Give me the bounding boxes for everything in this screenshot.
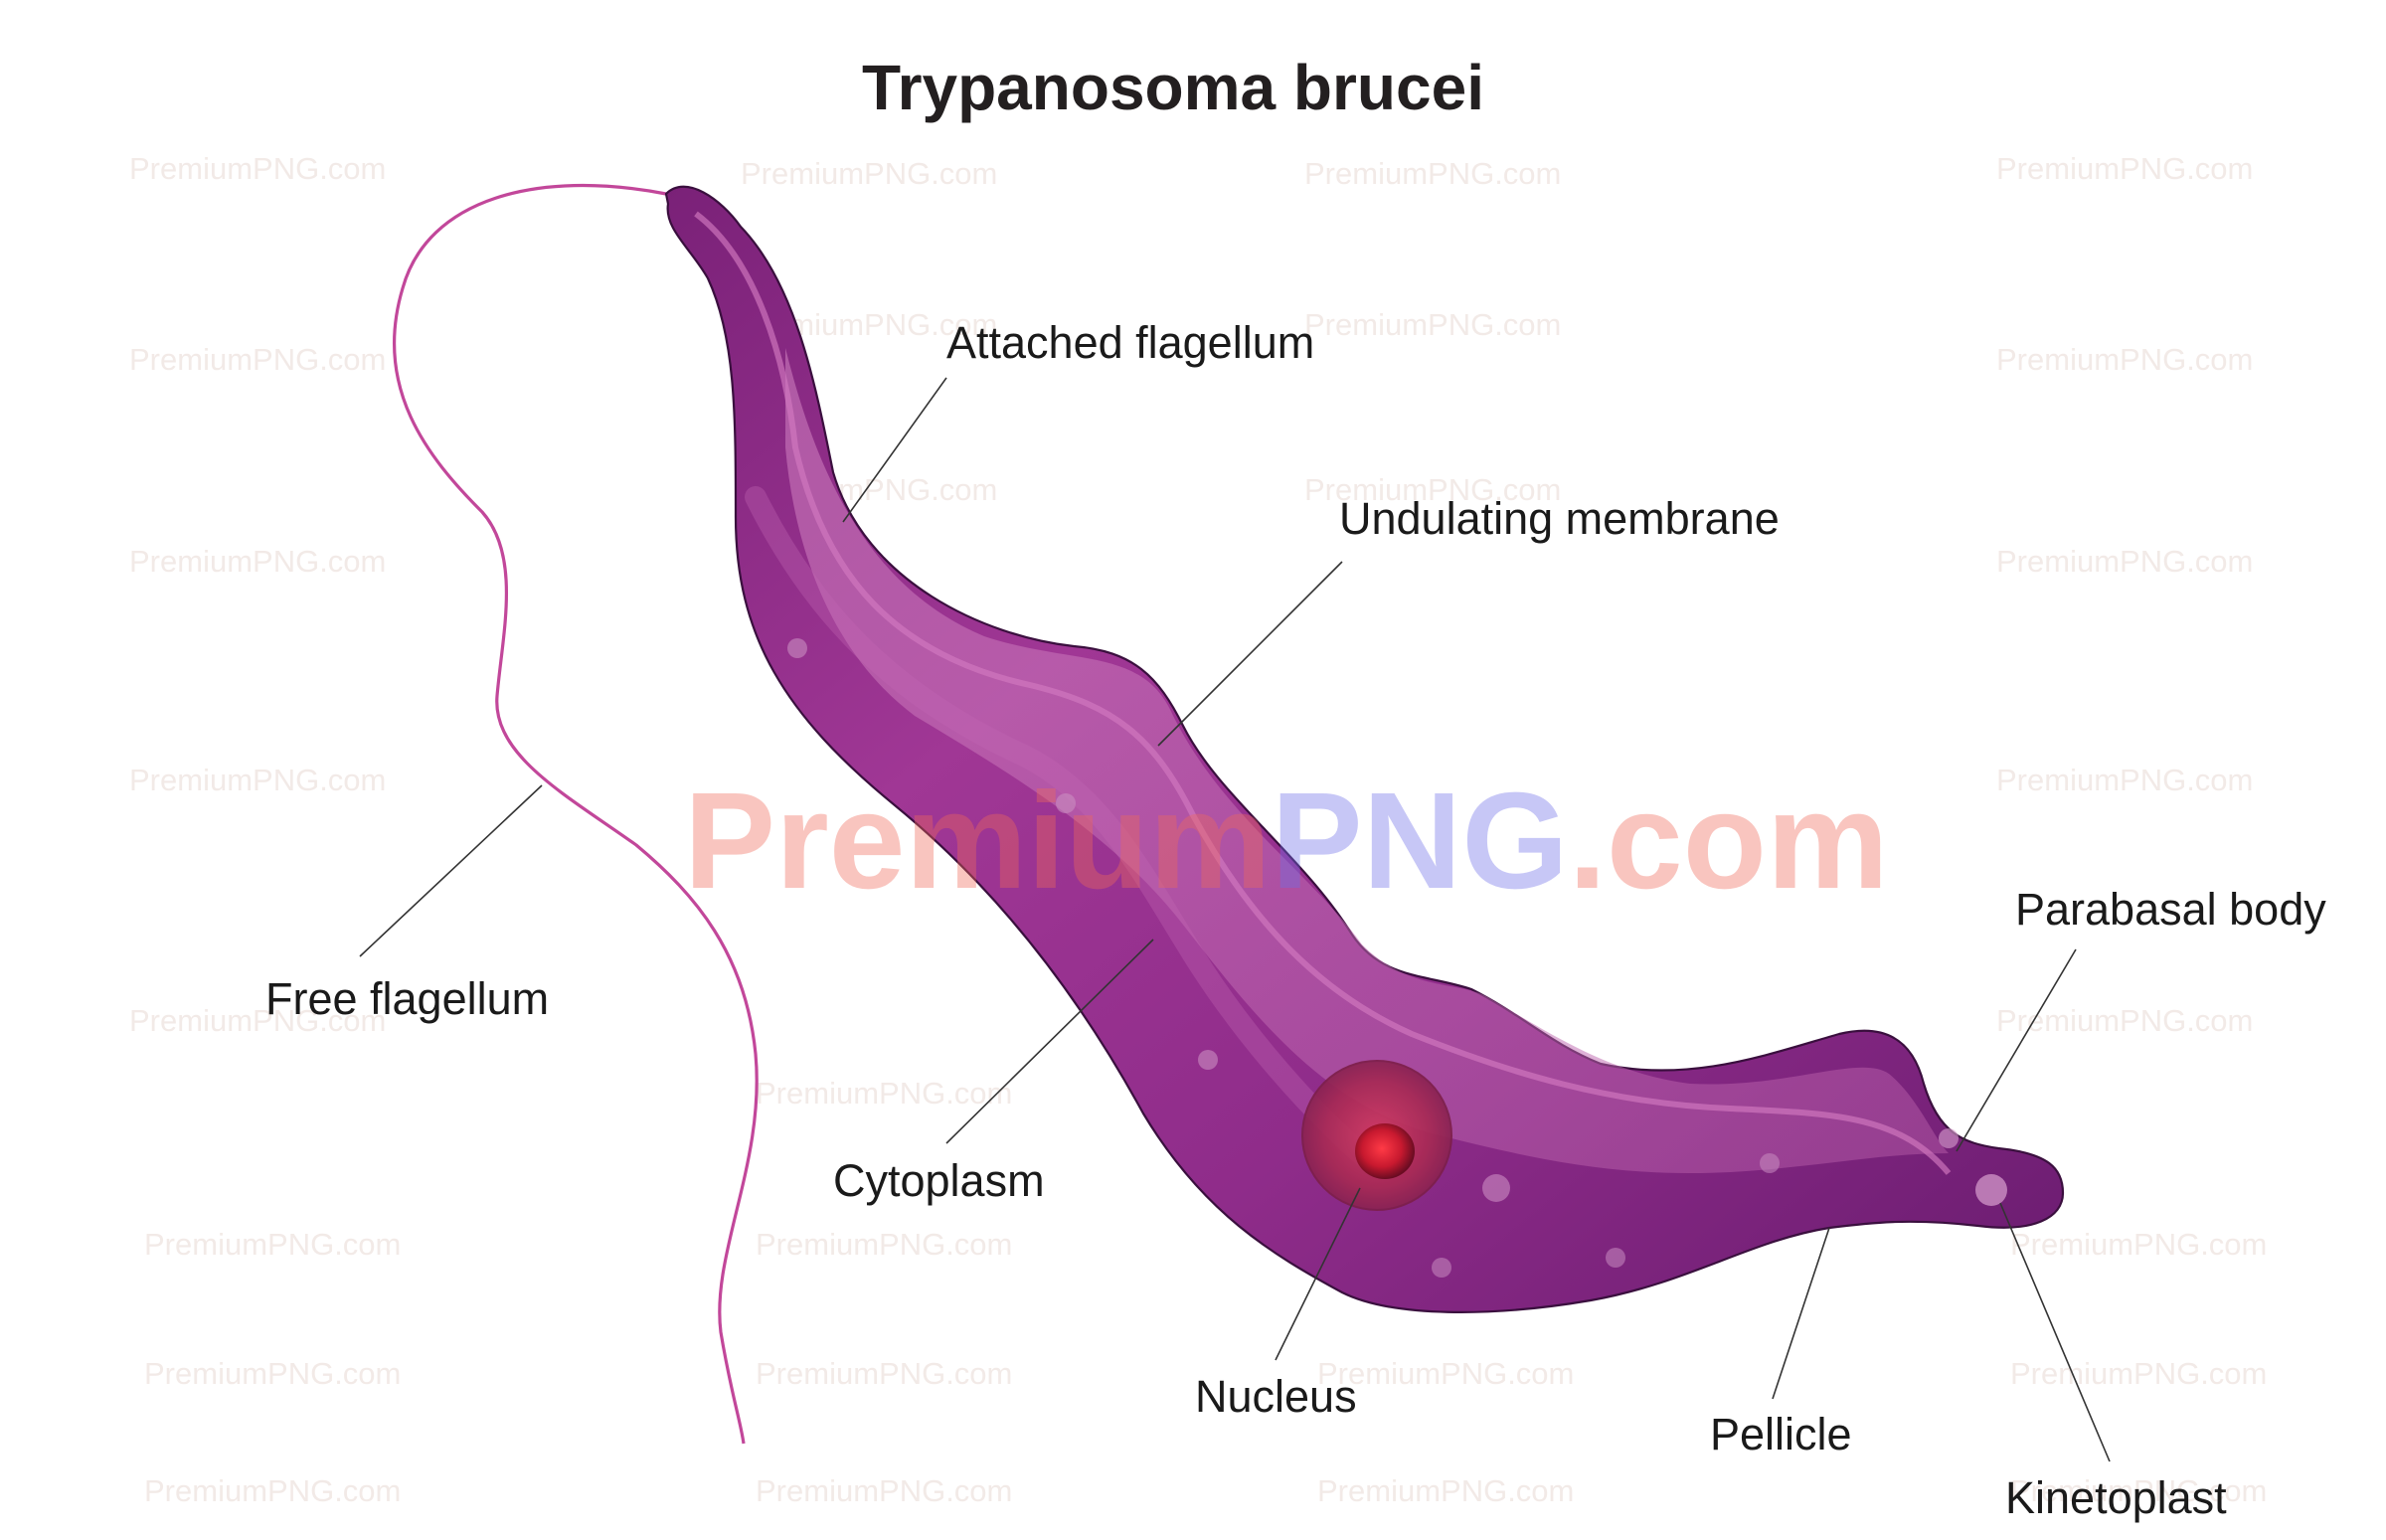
watermark-text: PremiumPNG.com [756,1076,1012,1111]
vesicle [1432,1258,1451,1278]
vesicle [1056,793,1076,813]
watermark-text: PremiumPNG.com [1996,1003,2253,1038]
watermark-text: PremiumPNG.com [2010,1227,2267,1262]
label-parabasal-body: Parabasal body [2015,884,2326,935]
nucleolus-shape [1355,1123,1415,1179]
watermark-text: PremiumPNG.com [1996,544,2253,579]
vesicle [1482,1174,1510,1202]
attached-flagellum-shape [694,211,1952,1175]
vesicle [1760,1153,1780,1173]
watermark-text: PremiumPNG.com [144,1473,401,1508]
watermark-text: PremiumPNG.com [129,1003,386,1038]
labels: Attached flagellum Undulating membrane F… [265,317,2326,1523]
watermark-text: PremiumPNG.com [1304,307,1561,342]
watermark-text: PremiumPNG.com [756,1227,1012,1262]
leader-line-free-flagellum [359,784,543,957]
cytoplasm-shape [745,486,1383,1174]
leader-line-kinetoplast [1999,1202,2111,1462]
free-flagellum-shape [392,183,759,1445]
watermark-text: PremiumPNG.com [1304,156,1561,191]
watermark-text: PremiumPNG.com [129,342,386,377]
watermark-text: PremiumPNG.com [2010,1356,2267,1391]
vesicle [1606,1248,1625,1268]
watermark-text: PremiumPNG.com [129,151,386,186]
watermark-text: PremiumPNG.com [1317,1473,1574,1508]
leader-line-cytoplasm [945,939,1154,1144]
watermark-text: PremiumPNG.com [144,1227,401,1262]
watermark-text: PremiumPNG.com [741,156,997,191]
watermark-text: PremiumPNG.com [1304,472,1561,507]
watermark-text: PremiumPNG.com [1317,1356,1574,1391]
leader-line-attached-flagellum [842,377,947,523]
leader-lines [359,377,2111,1462]
leader-line-undulating-membrane [1157,561,1343,747]
watermark-text: PremiumPNG.com [129,544,386,579]
leader-line-nucleus [1275,1187,1361,1361]
watermark-text: PremiumPNG.com [2010,1473,2267,1508]
main-watermark: PremiumPNG.com [684,765,1889,918]
watermark-text: PremiumPNG.com [684,765,1889,918]
watermark-text: PremiumPNG.com [1996,763,2253,797]
watermark-text: PremiumPNG.com [756,1356,1012,1391]
watermark-text: PremiumPNG.com [144,1356,401,1391]
parabasal-body-shape [1939,1128,1959,1148]
label-attached-flagellum: Attached flagellum [946,317,1314,368]
label-kinetoplast: Kinetoplast [2005,1472,2227,1523]
watermark-text: PremiumPNG.com [129,763,386,797]
diagram-title: Trypanosoma brucei [862,52,1484,123]
vesicle [1198,1050,1218,1070]
label-nucleus: Nucleus [1195,1371,1357,1422]
label-pellicle: Pellicle [1710,1409,1852,1459]
label-free-flagellum: Free flagellum [265,973,549,1024]
kinetoplast-shape [1975,1174,2007,1206]
leader-line-parabasal-body [1956,948,2077,1152]
label-cytoplasm: Cytoplasm [833,1155,1045,1206]
watermark-text: PremiumPNG.com [1996,151,2253,186]
watermark-text: PremiumPNG.com [1996,342,2253,377]
watermark-text: PremiumPNG.com [756,1473,1012,1508]
organism-body [664,185,2065,1313]
vesicle [787,638,807,658]
leader-line-pellicle [1772,1227,1830,1400]
label-undulating-membrane: Undulating membrane [1339,493,1780,544]
